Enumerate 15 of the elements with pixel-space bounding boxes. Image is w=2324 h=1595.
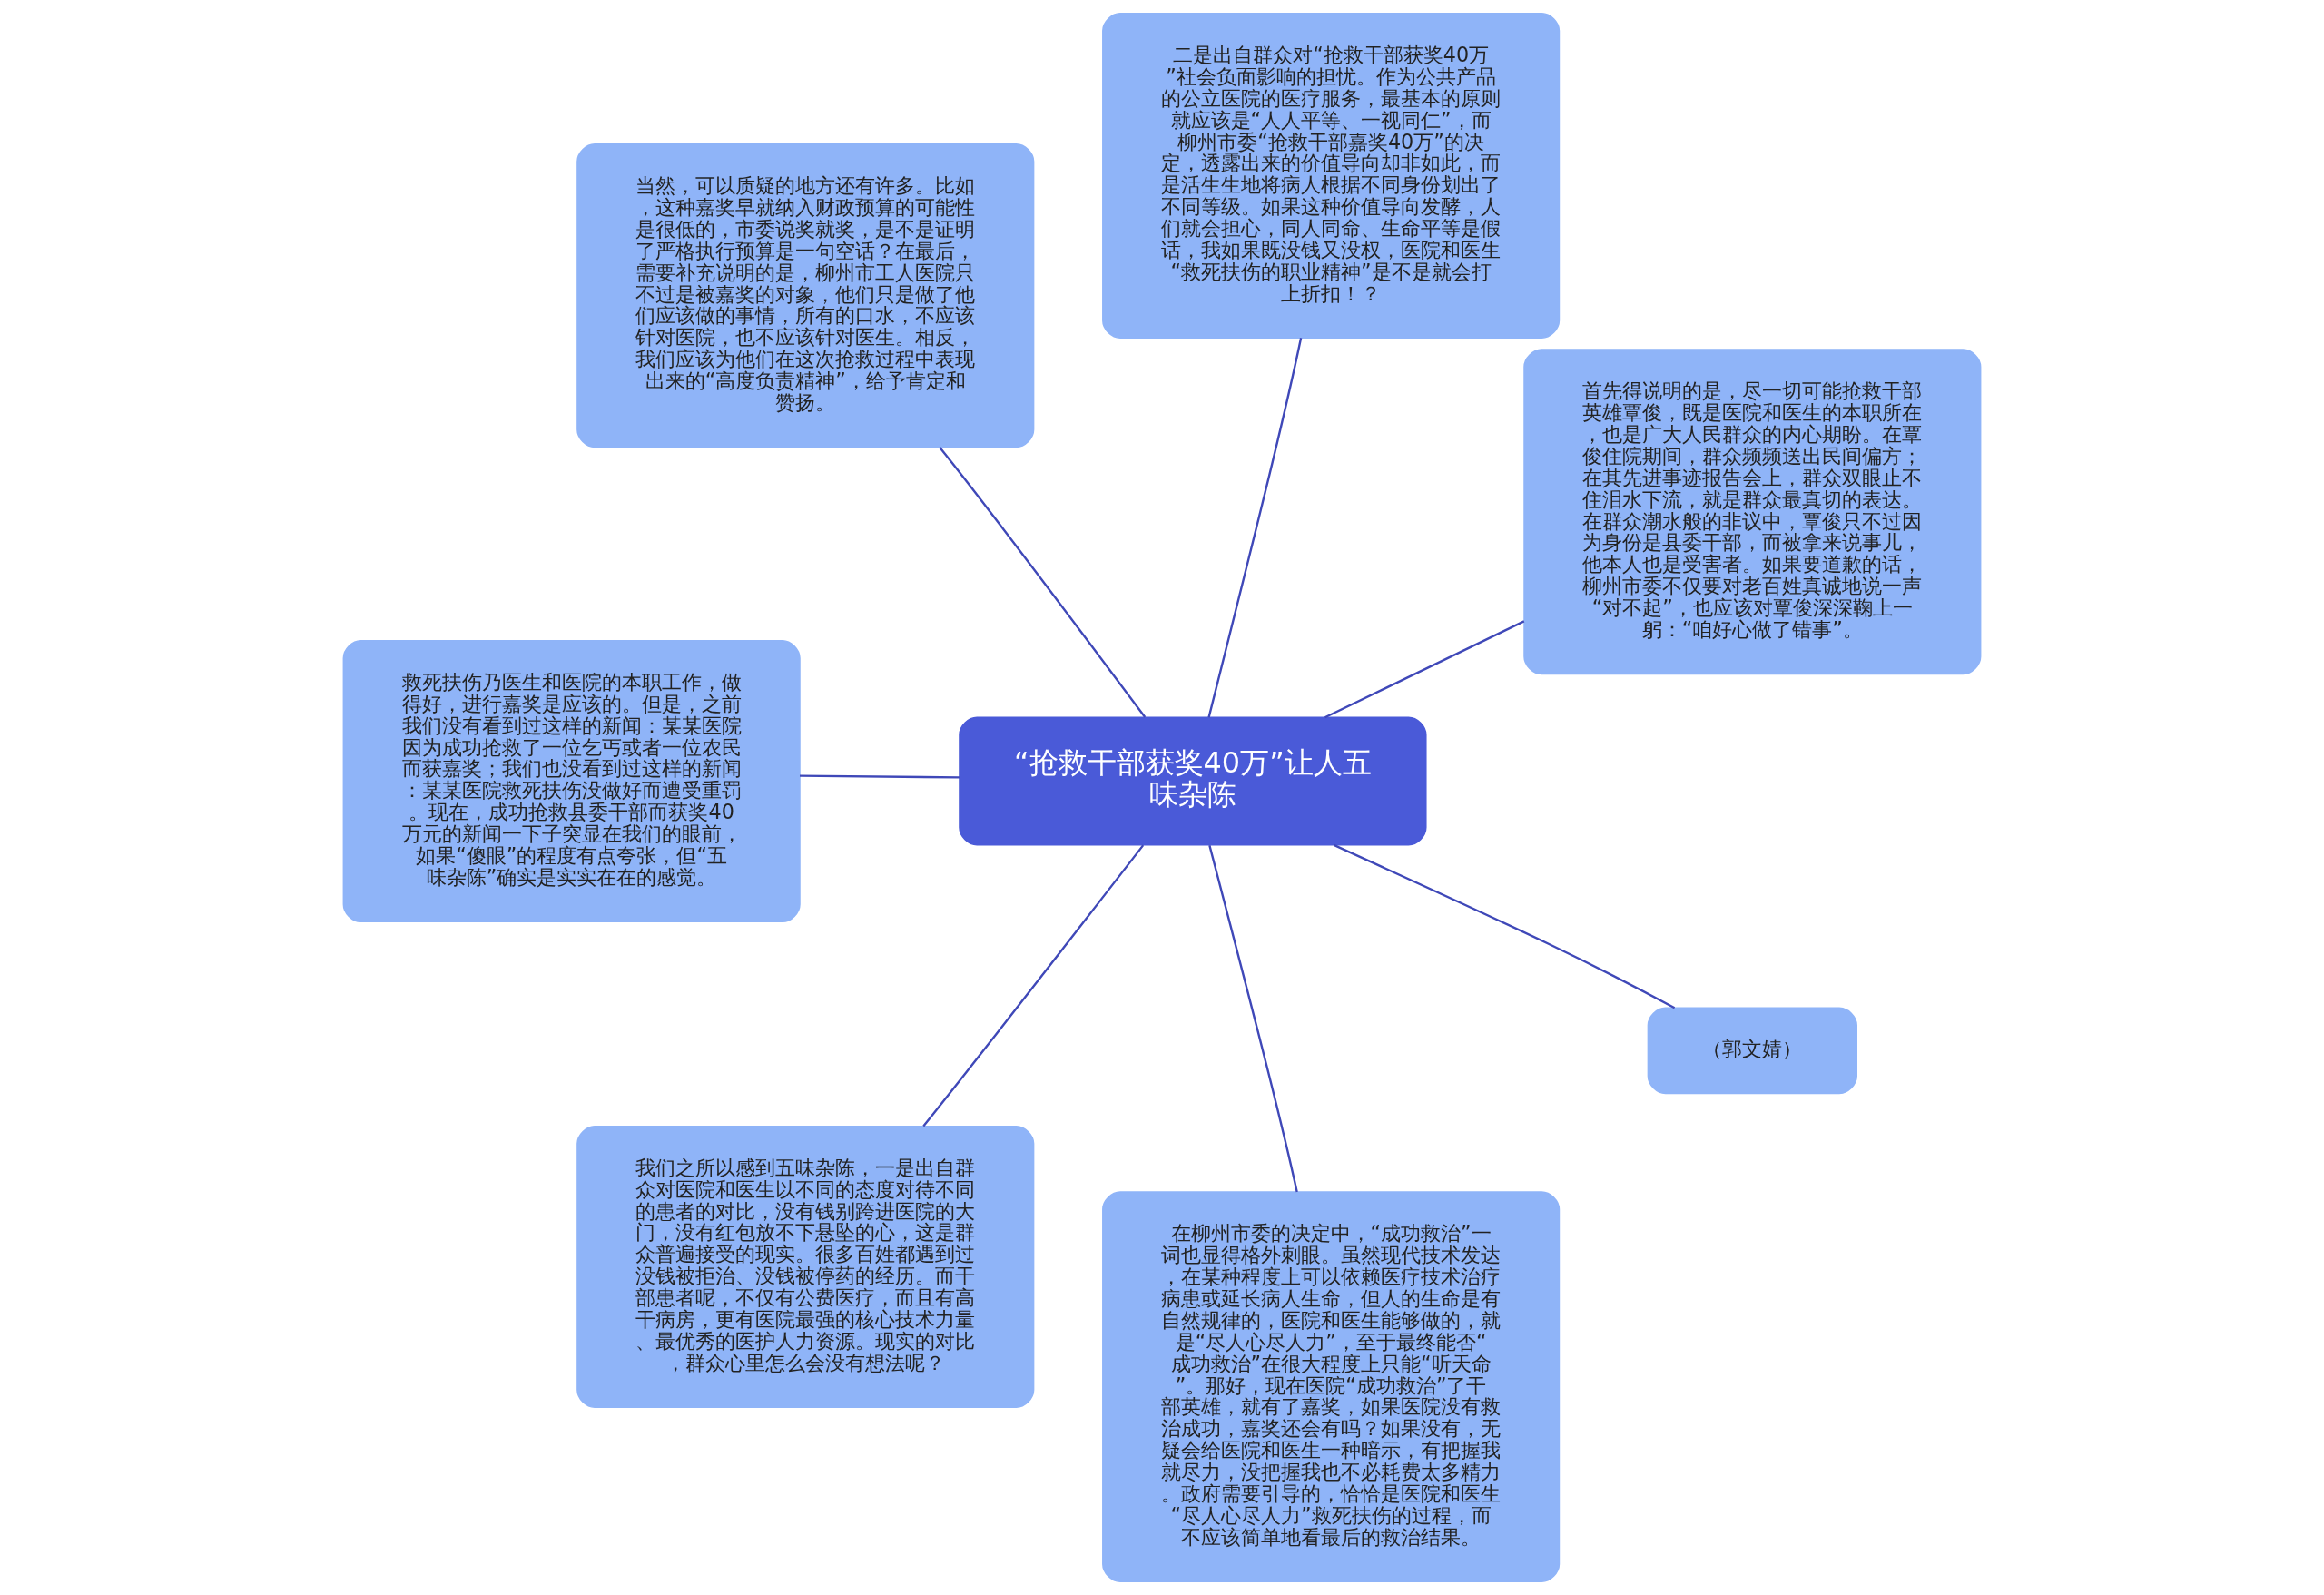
connector <box>939 447 1147 718</box>
connector <box>1207 338 1303 718</box>
node-box: 二是出自群众对“抢救干部获奖40万”社会负面影响的担忧。作为公共产品的公立医院的医疗服务，最基本的原则就应该是“人人平等、一视同仁”，而柳州市委“抢救干部嘉奖40万”的决定，透露出来的价值导向却非如此，而是活生生地将病人根据不同身份划出了不同等级。如果这种价值导向发酵，人们就会担心，同人同命、生命平等是假话，我如果既没钱又没权，医院和医生“救死扶伤的职业精神”是不是就会打上折扣！？ <box>1102 13 1561 339</box>
node-box: 当然，可以质疑的地方还有许多。比如，这种嘉奖早就纳入财政预算的可能性是很低的，市委说奖就奖，是不是证明了严格执行预算是一句空话？在最后，需要补充说明的是，柳州市工人医院只不过是被嘉奖的对象，他们只是做了他们应该做的事情，所有的口水，不应该针对医院，也不应该针对医生。相反，我们应该为他们在这次抢救过程中表现出来的“高度负责精神”，给予肯定和赞扬。 <box>576 143 1035 448</box>
connector <box>1324 620 1525 719</box>
node-box: 在柳州市委的决定中，“成功救治”一词也显得格外刺眼。虽然现代技术发达，在某种程度上可以依赖医疗技术治疗病患或延长病人生命，但人的生命是有自然规律的，医院和医生能够做的，就是“尽人心尽人力”，至于最终能否“成功救治”在很大程度上只能“听天命”。那好，现在医院“成功救治”了干部英雄，就有了嘉奖，如果医院没有救治成功，嘉奖还会有吗？如果没有，无疑会给医院和医生一种暗示，有把握我就尽力，没把握我也不必耗费太多精力。政府需要引导的，恰恰是医院和医生“尽人心尽人力”救死扶伤的过程，而不应该简单地看最后的救治结果。 <box>1102 1191 1561 1582</box>
connector <box>922 844 1145 1127</box>
connector <box>800 774 960 779</box>
node-box: 救死扶伤乃医生和医院的本职工作，做得好，进行嘉奖是应该的。但是，之前我们没有看到过这样的新闻：某某医院因为成功抢救了一位乞丐或者一位农民而获嘉奖；我们也没看到过这样的新闻：某某医院救死扶伤没做好而遭受重罚。现在，成功抢救县委干部而获奖40万元的新闻一下子突显在我们的眼前，如果“傻眼”的程度有点夸张，但“五味杂陈”确实是实实在在的感觉。 <box>342 640 801 923</box>
node-box: “抢救干部获奖40万”让人五味杂陈 <box>959 716 1427 846</box>
connector <box>1208 844 1298 1193</box>
connector <box>1333 843 1676 1009</box>
node-box: （郭文婧） <box>1647 1007 1857 1095</box>
node-box: 我们之所以感到五味杂陈，一是出自群众对医院和医生以不同的态度对待不同的患者的对比，没有钱别跨进医院的大门，没有红包放不下悬坠的心，这是群众普遍接受的现实。很多百姓都遇到过没钱被拒治、没钱被停药的经历。而干部患者呢，不仅有公费医疗，而且有高干病房，更有医院最强的核心技术力量、最优秀的医护人力资源。现实的对比，群众心里怎么会没有想法呢？ <box>576 1125 1035 1409</box>
node-box: 首先得说明的是，尽一切可能抢救干部英雄覃俊，既是医院和医生的本职所在，也是广大人民群众的内心期盼。在覃俊住院期间，群众频频送出民间偏方；在其先进事迹报告会上，群众双眼止不住泪水下流，就是群众最真切的表达。在群众潮水般的非议中，覃俊只不过因为身份是县委干部，而被拿来说事儿，他本人也是受害者。如果要道歉的话，柳州市委不仅要对老百姓真诚地说一声“对不起”，也应该对覃俊深深鞠上一躬：“咱好心做了错事”。 <box>1523 349 1982 675</box>
